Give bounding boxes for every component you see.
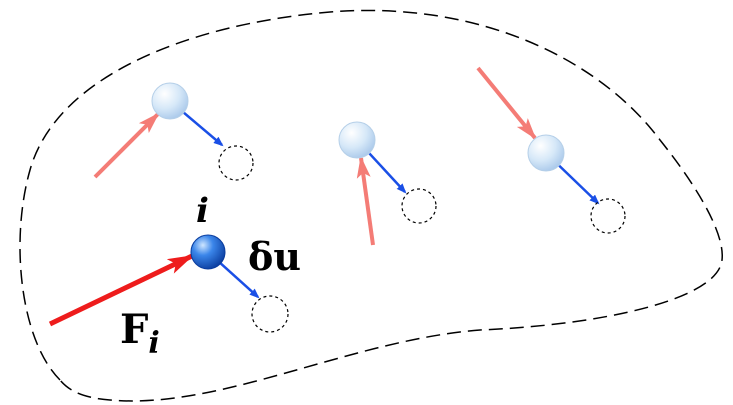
particle-i-group bbox=[48, 234, 289, 333]
particle-i bbox=[190, 234, 226, 270]
particle-1 bbox=[151, 82, 189, 120]
force-subscript: i bbox=[148, 326, 159, 361]
particle-3-group bbox=[476, 66, 626, 234]
body-boundary bbox=[19, 9, 723, 402]
force-arrow-i bbox=[48, 253, 194, 327]
displaced-position-1 bbox=[218, 145, 254, 181]
particle-2 bbox=[338, 121, 376, 159]
particle-3 bbox=[527, 134, 565, 172]
force-arrow-3 bbox=[476, 66, 537, 140]
particle-2-group bbox=[338, 121, 437, 246]
force-symbol: F bbox=[120, 306, 148, 353]
force-arrow-2 bbox=[356, 156, 375, 246]
particle-index-label: i bbox=[196, 191, 209, 231]
force-label: Fi bbox=[120, 306, 160, 361]
virtual-displacement-label: δu bbox=[248, 234, 301, 279]
particle-1-group bbox=[93, 82, 254, 181]
displaced-position-2 bbox=[401, 188, 437, 224]
force-arrow-1 bbox=[93, 112, 160, 179]
displaced-position-i bbox=[251, 295, 289, 333]
displaced-position-3 bbox=[590, 198, 626, 234]
